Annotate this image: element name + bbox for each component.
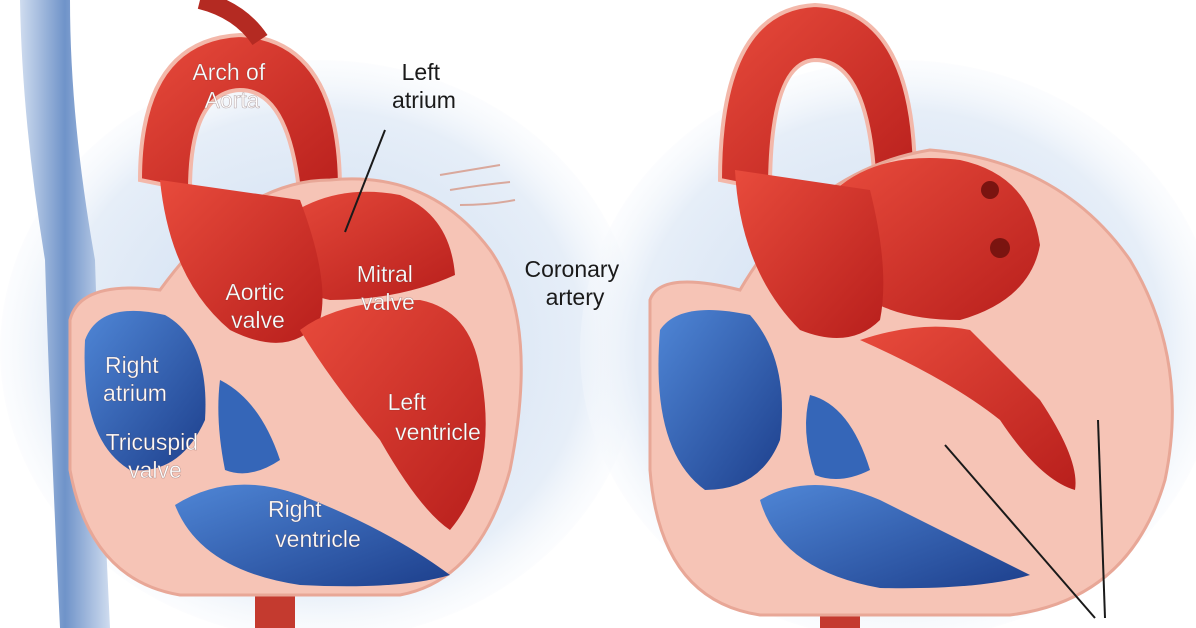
septal-blue (218, 380, 280, 474)
aortic-arch (137, 32, 343, 203)
right-atrium-chamber (84, 310, 206, 471)
left-atrium-pointer (344, 129, 386, 233)
thickened-wall-pointer-1 (944, 444, 1096, 619)
aorta-channel-2 (735, 170, 884, 338)
left-ventricle-chamber-2 (860, 326, 1076, 490)
pulmonary-vein-opening-2 (981, 181, 999, 199)
coronary-fibers (439, 164, 516, 206)
label-right-ventricle: Right ventricle (268, 496, 361, 552)
label-left-atrium: Left atrium (392, 59, 456, 113)
thickened-wall-pointer-2 (1097, 419, 1106, 619)
right-ventricle-chamber (175, 484, 450, 587)
label-mitral-valve: Mitral valve (357, 261, 420, 315)
septal-blue-2 (806, 395, 870, 479)
label-arch-of-aorta: Arch of Aorta (192, 59, 271, 113)
aorta-channel (160, 180, 323, 343)
label-aortic-valve: Aortic valve (225, 279, 290, 333)
aortic-branch (197, 0, 268, 46)
label-coronary-artery: Coronary artery (525, 256, 626, 310)
label-right-atrium: Right atrium (103, 352, 167, 406)
label-left-ventricle: Left ventricle (388, 389, 481, 445)
left-ventricle-chamber (300, 300, 486, 530)
thickened-heart (580, 2, 1196, 628)
normal-heart (0, 0, 640, 628)
right-atrium-chamber-2 (658, 310, 782, 490)
pulmonary-vein-opening (990, 238, 1010, 258)
right-ventricle-chamber-2 (760, 485, 1030, 589)
label-tricuspid-valve: Tricuspid valve (106, 429, 205, 483)
